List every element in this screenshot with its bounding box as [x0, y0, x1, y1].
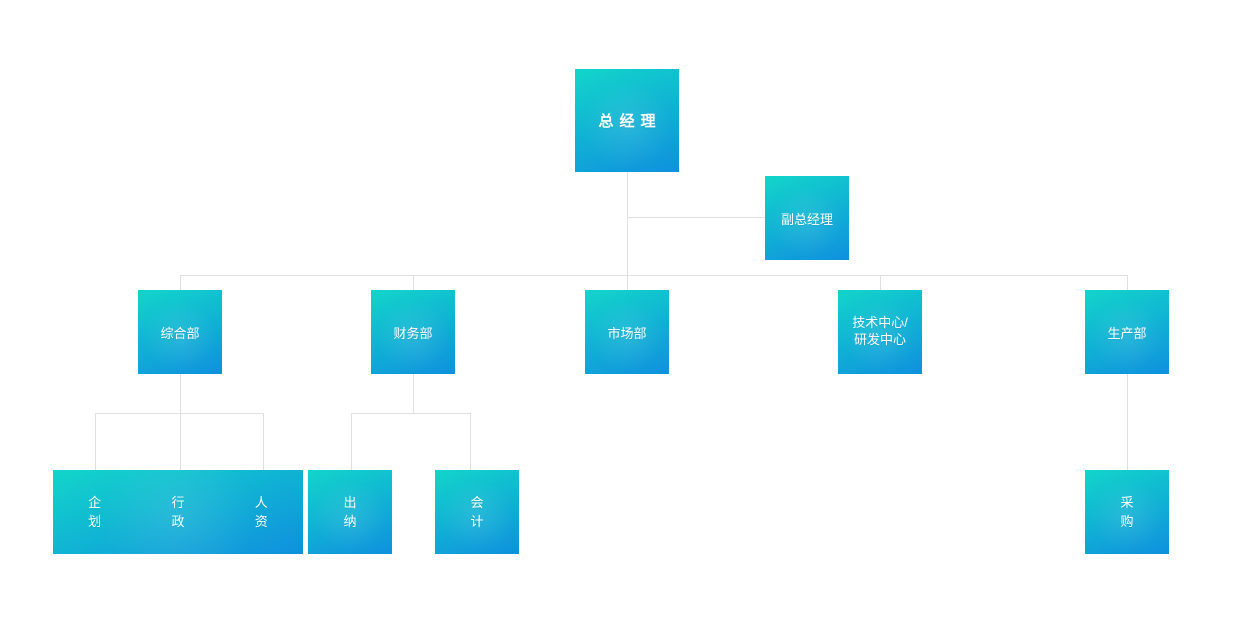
node-label: 综合部: [160, 325, 200, 341]
connector-deputy-horizontal: [627, 217, 765, 218]
connector-generaldept-vertical: [180, 374, 181, 470]
node-label: 市场部: [607, 325, 647, 341]
node-production-dept[interactable]: 生产部: [1085, 290, 1169, 374]
node-label: 会计: [470, 494, 484, 530]
node-label: 企划: [88, 494, 102, 530]
connector-financedept-horizontal: [351, 413, 471, 414]
node-label: 采购: [1120, 494, 1134, 530]
node-administration[interactable]: 行政: [136, 493, 219, 532]
node-marketing-dept[interactable]: 市场部: [585, 290, 669, 374]
connector-financedept-vertical: [413, 374, 414, 413]
node-label: 人资: [254, 494, 268, 530]
node-planning[interactable]: 企划: [53, 493, 136, 532]
node-finance-dept[interactable]: 财务部: [371, 290, 455, 374]
connector-drop-hr: [263, 413, 264, 470]
node-general-manager[interactable]: 总经理: [575, 69, 679, 172]
connector-drop-planning: [95, 413, 96, 470]
connector-drop-finance-dept: [413, 275, 414, 290]
connector-generaldept-horizontal: [95, 413, 263, 414]
connector-drop-accountant: [470, 413, 471, 470]
node-label: 行政: [171, 494, 185, 530]
node-cashier[interactable]: 出纳: [308, 470, 392, 554]
node-tech-rd-center[interactable]: 技术中心/ 研发中心: [838, 290, 922, 374]
connector-drop-general-dept: [180, 275, 181, 290]
connector-gm-vertical: [627, 172, 628, 290]
node-label: 技术中心/ 研发中心: [852, 315, 908, 347]
node-group-general-dept-children: 企划 行政 人资: [53, 470, 303, 554]
connector-level2-horizontal: [180, 275, 1127, 276]
node-label: 财务部: [393, 325, 433, 341]
node-procurement[interactable]: 采购: [1085, 470, 1169, 554]
node-deputy-general-manager[interactable]: 副总经理: [765, 176, 849, 260]
node-label: 副总经理: [780, 211, 833, 227]
node-accountant[interactable]: 会计: [435, 470, 519, 554]
connector-production-vertical: [1127, 374, 1128, 470]
connector-drop-production: [1127, 275, 1128, 290]
node-general-dept[interactable]: 综合部: [138, 290, 222, 374]
node-label: 出纳: [343, 494, 357, 530]
connector-drop-cashier: [351, 413, 352, 470]
node-human-resources[interactable]: 人资: [220, 493, 303, 532]
node-label: 总经理: [598, 113, 662, 130]
connector-drop-tech-center: [880, 275, 881, 290]
node-label: 生产部: [1107, 325, 1147, 341]
